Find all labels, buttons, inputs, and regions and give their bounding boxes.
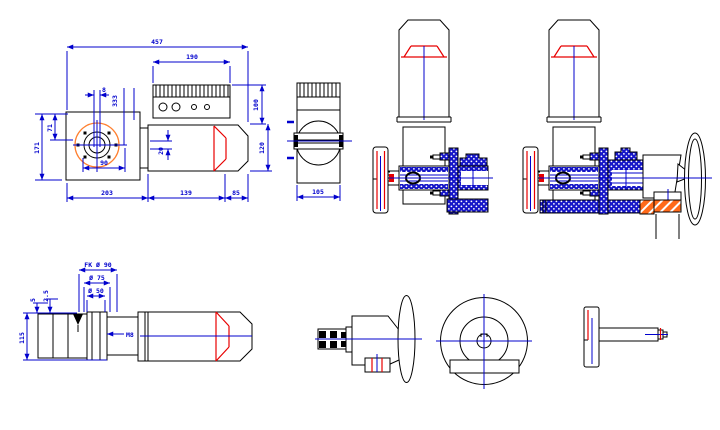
- seat-section-a: [639, 199, 655, 215]
- pipe-section: [539, 199, 641, 214]
- shaft-outline: [37, 311, 253, 362]
- dim-seg2: 139: [180, 189, 192, 197]
- front-dimension: 105: [296, 185, 341, 201]
- tab-top: [439, 152, 450, 161]
- dim-seg1: 203: [101, 189, 113, 197]
- dim-bolt-span: 90: [100, 159, 108, 167]
- dim-step-b: 2.5: [42, 290, 50, 302]
- dim-thread: M8: [126, 331, 134, 339]
- mounting-foot: [364, 354, 391, 373]
- front-fins: [299, 83, 337, 97]
- section-view-b: [522, 19, 712, 239]
- dim-keyway: 8: [102, 86, 106, 94]
- shaft-side-view: FK Ø 90 Ø 75 Ø 50 M8 5 2.5 115: [18, 261, 253, 362]
- plan-dimensions: 457 190 100 120 8 333 71 171 90: [33, 38, 272, 202]
- dim-front-width: 105: [312, 188, 324, 196]
- keyway-lines: [93, 88, 168, 150]
- section-view-a: [372, 19, 493, 215]
- pipe-section: [446, 198, 489, 213]
- dim-seg3: 85: [232, 189, 240, 197]
- gland-cap: [459, 153, 488, 167]
- dim-inner-height: 71: [46, 124, 54, 132]
- tab-top: [589, 152, 600, 161]
- red-plug-detail: [213, 125, 227, 172]
- flange-plates: [86, 311, 108, 361]
- actuator-side-view: [315, 295, 422, 383]
- dim-bcd: Ø 75: [88, 274, 105, 282]
- dim-upper-height: 100: [252, 99, 260, 111]
- handwheel-front-view: [436, 294, 532, 389]
- side-ticks: [287, 120, 294, 160]
- dim-step-a: 5: [29, 298, 37, 302]
- wheel-stem-view: [583, 306, 668, 368]
- dim-333: 333: [111, 95, 119, 107]
- plan-view: 457 190 100 120 8 333 71 171 90: [33, 38, 272, 202]
- dim-pilot: Ø 50: [87, 287, 104, 295]
- dim-height: 115: [18, 332, 26, 344]
- keyway-notch: [73, 314, 83, 325]
- motor-block: [152, 84, 231, 119]
- gearbox-housing: [65, 111, 249, 181]
- dim-offset: 20: [157, 147, 165, 155]
- dim-flange: FK Ø 90: [84, 261, 111, 269]
- outlet-pipe: [655, 214, 680, 239]
- motor-fins: [155, 85, 229, 97]
- handwheel-edge: [522, 146, 539, 214]
- vent-holes: [158, 102, 210, 112]
- shaft-dimensions: FK Ø 90 Ø 75 Ø 50 M8 5 2.5 115: [18, 261, 134, 361]
- dim-total-width: 457: [151, 38, 163, 46]
- gland-cap: [614, 147, 638, 161]
- seat-section-b: [653, 199, 682, 213]
- bonnet-column: [598, 147, 609, 215]
- dim-outer-height: 171: [33, 142, 41, 154]
- front-view: 105: [287, 82, 352, 201]
- handwheel-edge: [372, 146, 389, 214]
- dim-motor-width: 190: [186, 53, 198, 61]
- dim-lower-height: 120: [258, 142, 266, 154]
- handwheel-right: [684, 132, 706, 226]
